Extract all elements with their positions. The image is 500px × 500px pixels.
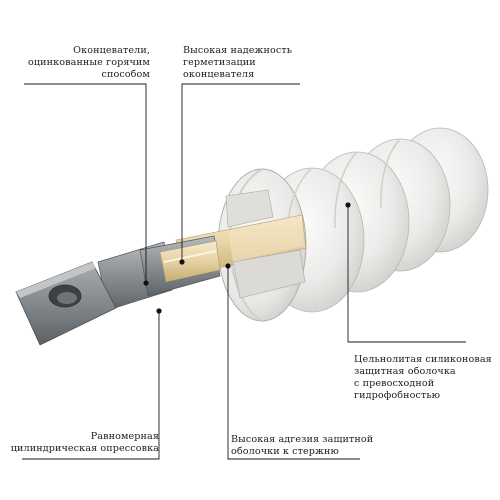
leader-housing xyxy=(347,205,466,343)
leader-crimping xyxy=(22,311,160,460)
metal-end-fitting xyxy=(97,235,221,311)
callout-end-fittings: Оконцеватели, оцинкованные горячим спосо… xyxy=(28,45,150,80)
callout-housing: Цельнолитая силиконовая защитная оболочк… xyxy=(354,354,492,401)
cutaway-section xyxy=(175,189,307,299)
callout-sealing: Высокая надежность герметизации оконцева… xyxy=(183,45,293,80)
leader-sealing xyxy=(181,83,300,262)
lug xyxy=(15,261,117,346)
callout-adhesion: Высокая адгезия защитной оболочки к стер… xyxy=(231,434,374,457)
leader-dots xyxy=(143,202,351,314)
leader-end-fittings xyxy=(24,83,147,283)
leader-adhesion xyxy=(227,266,360,460)
callout-crimping: Равномерная цилиндрическая опрессовка xyxy=(10,431,159,454)
leader-lines xyxy=(22,83,466,460)
